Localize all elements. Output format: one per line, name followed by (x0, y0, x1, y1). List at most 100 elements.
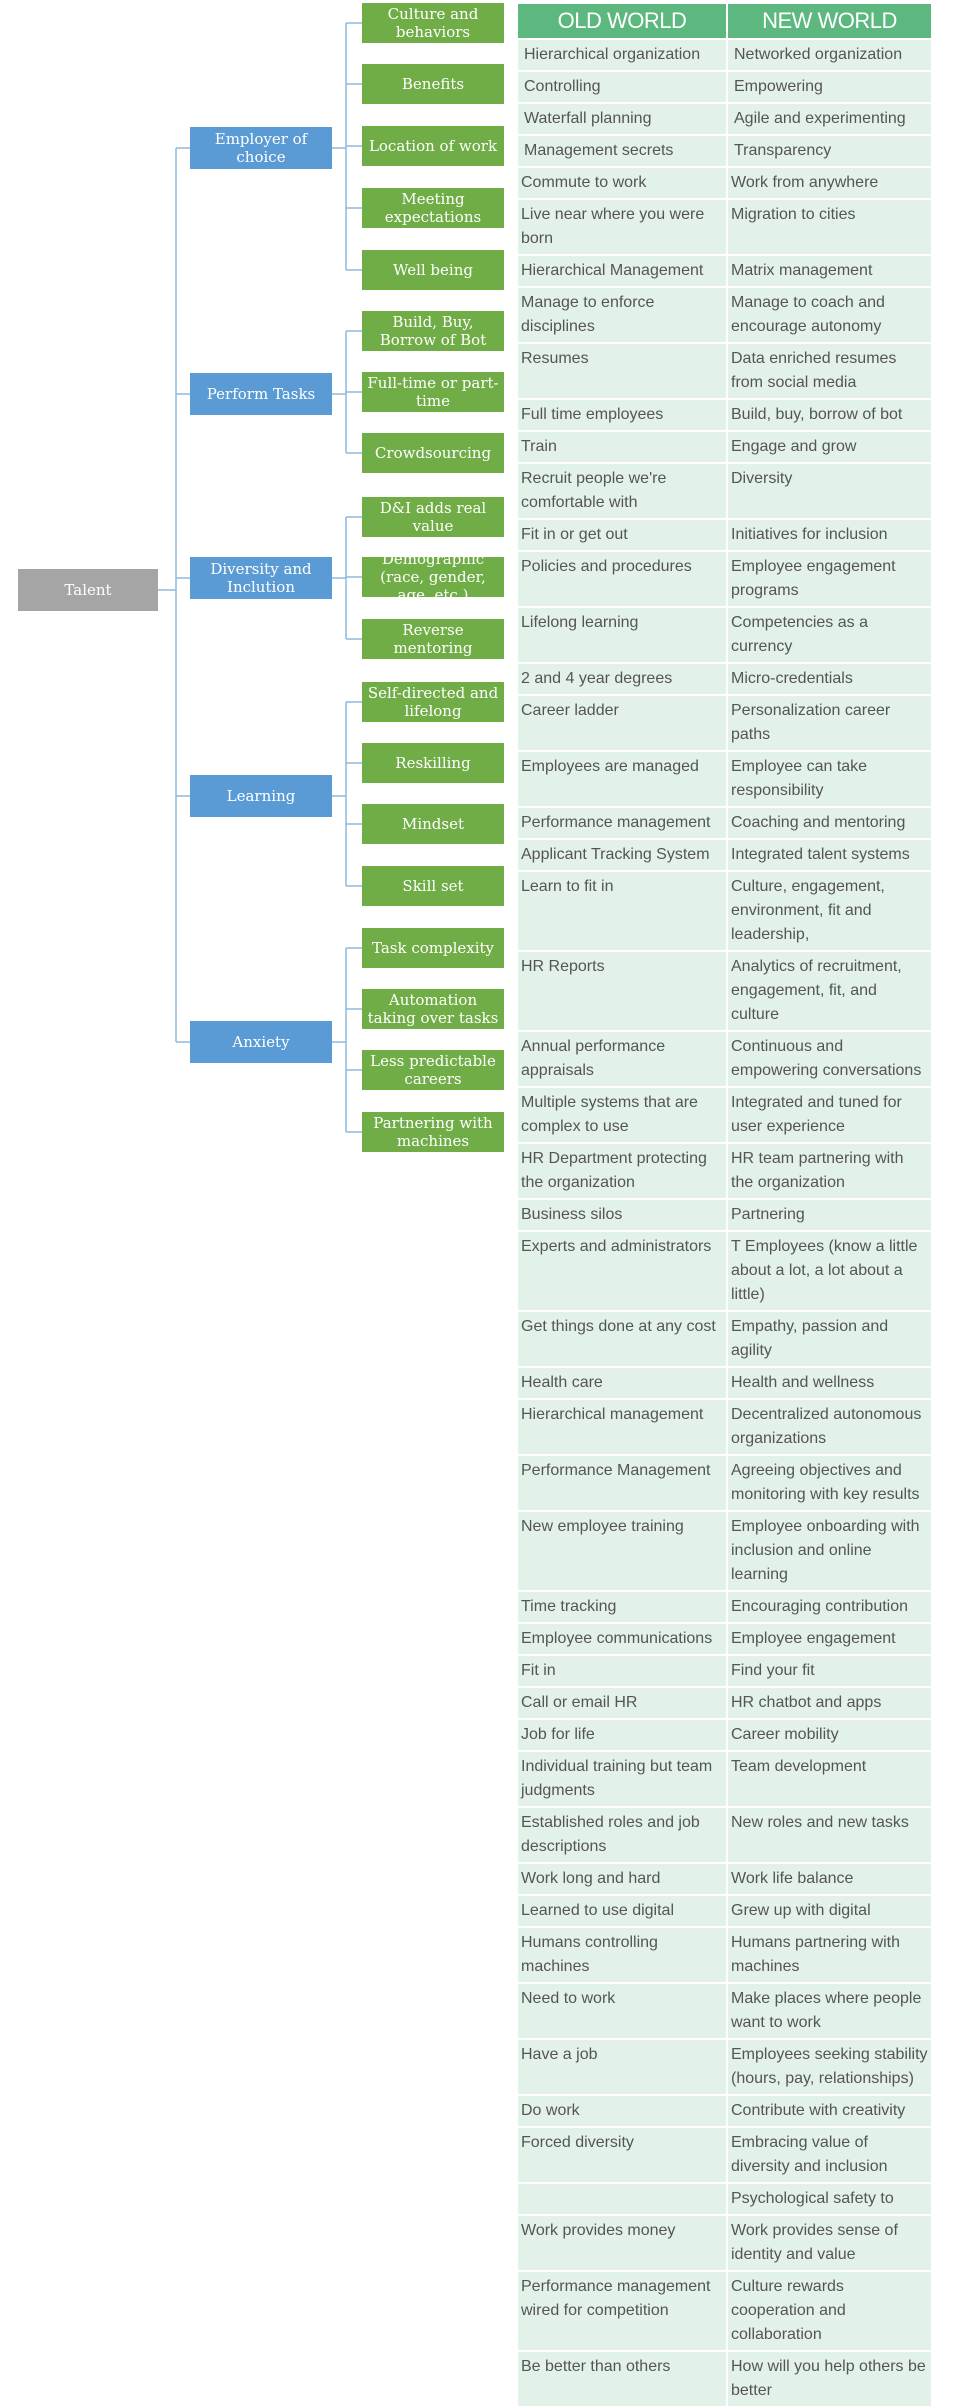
old-world-cell: Commute to work (516, 166, 728, 200)
table-row: Multiple systems that are complex to use… (516, 1086, 933, 1144)
old-world-cell: Train (516, 430, 728, 464)
table-header-row: OLD WORLD NEW WORLD (516, 2, 933, 40)
leaf-node: Demographic (race, gender, age, etc.) (362, 550, 504, 604)
leaf-node: Automation taking over tasks (362, 989, 504, 1029)
new-world-cell: Work from anywhere (726, 166, 933, 200)
leaf-node: Location of work (362, 126, 504, 166)
new-world-cell: Continuous and empowering conversations (726, 1030, 933, 1088)
new-world-cell: Grew up with digital (726, 1894, 933, 1928)
new-world-cell: Matrix management (726, 254, 933, 288)
old-world-cell: Be better than others (516, 2350, 728, 2408)
leaf-node: Reverse mentoring (362, 619, 504, 659)
old-world-cell: Work provides money (516, 2214, 728, 2272)
new-world-cell: Contribute with creativity (726, 2094, 933, 2128)
new-world-cell: Psychological safety to (726, 2182, 933, 2216)
old-world-cell: Lifelong learning (516, 606, 728, 664)
old-world-header: OLD WORLD (516, 2, 728, 40)
group-node: Perform Tasks (190, 373, 332, 415)
new-world-cell: Micro-credentials (726, 662, 933, 696)
old-world-cell: HR Reports (516, 950, 728, 1032)
new-world-cell: Networked organization (726, 38, 933, 72)
new-world-cell: Agreeing objectives and monitoring with … (726, 1454, 933, 1512)
tree-connectors (158, 22, 362, 1133)
old-world-cell: Policies and procedures (516, 550, 728, 608)
old-world-cell: Need to work (516, 1982, 728, 2040)
old-world-cell: Business silos (516, 1198, 728, 1232)
new-world-cell: Encouraging contribution (726, 1590, 933, 1624)
new-world-cell: HR team partnering with the organization (726, 1142, 933, 1200)
old-world-cell: Job for life (516, 1718, 728, 1752)
table-row: Performance management wired for competi… (516, 2270, 933, 2352)
new-world-cell: Employee engagement programs (726, 550, 933, 608)
leaf-node: Partnering with machines (362, 1112, 504, 1152)
new-world-cell: Personalization career paths (726, 694, 933, 752)
old-world-cell: Fit in (516, 1654, 728, 1688)
old-world-cell: Forced diversity (516, 2126, 728, 2184)
new-world-cell: Embracing value of diversity and inclusi… (726, 2126, 933, 2184)
clipped-cell-text: Psychological safety to (731, 2190, 894, 2207)
old-world-cell: Annual performance appraisals (516, 1030, 728, 1088)
leaf-node: D&I adds real value (362, 497, 504, 537)
old-world-cell: Fit in or get out (516, 518, 728, 552)
old-world-cell: Call or email HR (516, 1686, 728, 1720)
old-world-cell: Learn to fit in (516, 870, 728, 952)
old-world-cell: HR Department protecting the organizatio… (516, 1142, 728, 1200)
old-world-cell: Humans controlling machines (516, 1926, 728, 1984)
old-world-cell: Established roles and job descriptions (516, 1806, 728, 1864)
old-world-cell: Time tracking (516, 1590, 728, 1624)
new-world-cell: HR chatbot and apps (726, 1686, 933, 1720)
table-row: HR Department protecting the organizatio… (516, 1142, 933, 1200)
old-world-cell: Individual training but team judgments (516, 1750, 728, 1808)
new-world-cell: Health and wellness (726, 1366, 933, 1400)
new-world-cell: T Employees (know a little about a lot, … (726, 1230, 933, 1312)
old-world-cell: New employee training (516, 1510, 728, 1592)
old-world-cell: Full time employees (516, 398, 728, 432)
table-row: Psychological safety to (516, 2182, 933, 2216)
old-world-cell: Waterfall planning (516, 102, 728, 136)
new-world-cell: Culture, engagement, environment, fit an… (726, 870, 933, 952)
old-world-cell: Multiple systems that are complex to use (516, 1086, 728, 1144)
new-world-cell: Data enriched resumes from social media (726, 342, 933, 400)
new-world-cell: Employee onboarding with inclusion and o… (726, 1510, 933, 1592)
old-world-cell: Recruit people we're comfortable with (516, 462, 728, 520)
old-world-cell: Health care (516, 1366, 728, 1400)
old-world-cell: Do work (516, 2094, 728, 2128)
new-world-cell: Work life balance (726, 1862, 933, 1896)
old-world-cell: Performance management (516, 806, 728, 840)
old-world-cell: Experts and administrators (516, 1230, 728, 1312)
leaf-node: Build, Buy, Borrow of Bot (362, 311, 504, 351)
